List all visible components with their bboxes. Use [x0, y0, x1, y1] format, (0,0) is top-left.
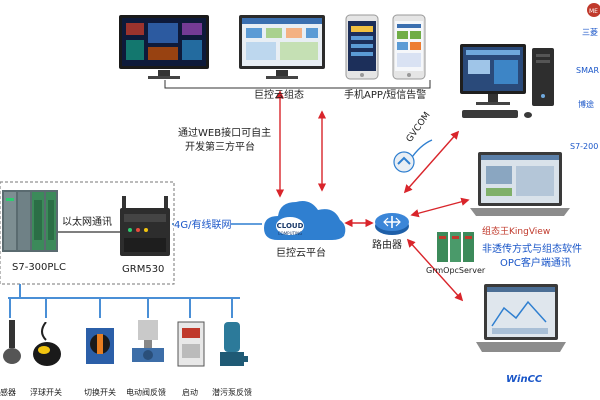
kingview-label: 组态王KingView	[482, 227, 551, 237]
ethernet-label: 以太网通讯	[62, 217, 112, 228]
cloud-platform-icon	[264, 201, 346, 240]
arrow-router-to-wincc	[406, 238, 464, 302]
web-api-line1: 通过WEB接口可自主	[178, 128, 272, 139]
float-switch-label: 浮球开关	[30, 388, 62, 397]
opc-note-line2: OPC客户端通讯	[500, 258, 571, 270]
kingview-laptop	[470, 152, 570, 216]
arrow-router-to-top-pc	[403, 130, 460, 194]
cloud-badge-line1: CLOUD	[276, 222, 304, 230]
grm530-module	[120, 196, 170, 256]
plc-dashed-box	[0, 181, 175, 285]
selector-switch-label: 切换开关	[84, 388, 116, 397]
opc-server-label: GrmOpcServer	[426, 266, 486, 275]
workstation-pc	[460, 44, 554, 118]
float-switch-icon	[33, 322, 61, 366]
svg-text:ME: ME	[589, 8, 598, 15]
valve-feedback-label: 电动阀反馈	[126, 388, 166, 397]
router-icon	[375, 213, 409, 235]
phone-alarm-screen	[392, 14, 426, 80]
sewage-pump-icon	[220, 322, 248, 366]
s7-300-plc	[2, 190, 58, 252]
wireless-label: 4G/有线联网	[174, 220, 232, 232]
top-bracket-line	[164, 80, 431, 89]
cloud-scada-monitor	[239, 15, 325, 79]
router-label: 路由器	[372, 240, 402, 251]
wincc-label: WinCC	[506, 374, 543, 385]
contactor-icon	[177, 321, 205, 367]
brand-logo-partial: ME	[587, 3, 600, 17]
cloud-badge-line2: COMPUTING	[277, 231, 303, 236]
arrow-router-to-kingview	[410, 197, 470, 218]
smart-label: SMAR	[576, 66, 600, 75]
mobile-app-label: 手机APP/短信告警	[344, 90, 427, 101]
phone-app-screen	[345, 14, 379, 80]
motorized-valve-icon	[132, 320, 164, 362]
dashboard-monitor	[119, 15, 209, 79]
pump-feedback-label: 潜污泵反馈	[212, 388, 252, 397]
cloud-config-label: 巨控云组态	[254, 90, 304, 101]
s7-200-label: S7-200	[570, 142, 599, 151]
selector-switch-icon	[86, 328, 114, 364]
gvcom-icon	[393, 151, 415, 173]
start-label: 启动	[182, 388, 198, 397]
sensor-label: 感器	[0, 388, 16, 397]
cloud-badge: CLOUD COMPUTING	[272, 222, 308, 238]
botu-label: 博途	[578, 100, 594, 109]
web-api-line2: 开发第三方平台	[185, 142, 255, 153]
cloud-platform-label: 巨控云平台	[276, 248, 326, 259]
sensor-probe-icon	[3, 320, 21, 364]
plc-label: S7-300PLC	[12, 262, 66, 273]
grm-label: GRM530	[122, 264, 165, 275]
opc-server-icon	[437, 232, 474, 262]
opc-note-line1: 非透传方式与组态软件	[482, 244, 582, 256]
wincc-laptop	[476, 284, 566, 352]
mitsubishi-label: 三菱	[582, 28, 598, 37]
